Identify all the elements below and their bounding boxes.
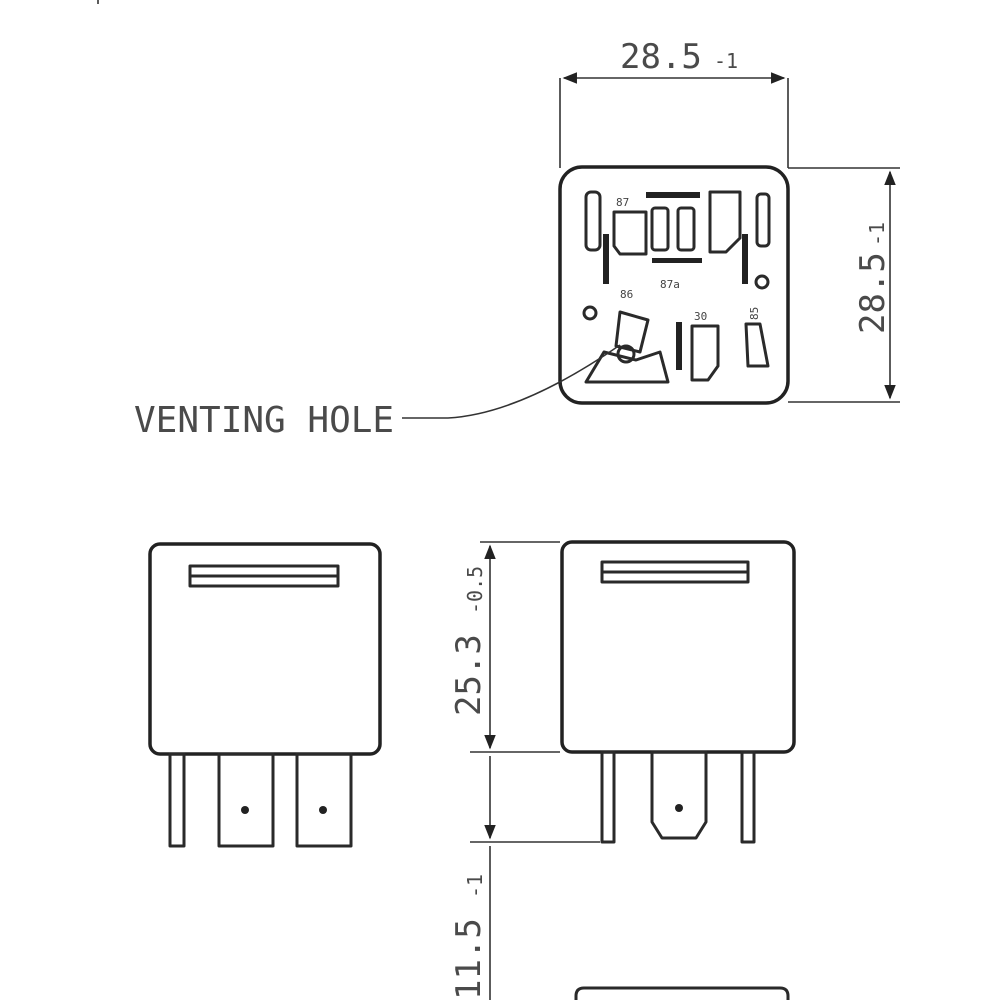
front-pin-narrow xyxy=(168,752,186,848)
venting-hole-label: VENTING HOLE xyxy=(134,400,394,441)
side-blade-center-hole xyxy=(675,804,683,812)
venting-hole-leader xyxy=(402,344,621,419)
bar-left xyxy=(603,234,609,284)
pin-hole-right xyxy=(754,274,770,290)
label-30: 30 xyxy=(694,310,707,323)
venting-hole xyxy=(616,344,636,364)
slot-87 xyxy=(612,210,648,256)
label-85: 85 xyxy=(748,307,761,320)
slot-86 xyxy=(614,310,650,354)
front-blade-left-hole xyxy=(241,806,249,814)
side-pin-right xyxy=(740,750,756,844)
dim-terminal-length-value: 11.5 xyxy=(449,918,489,1000)
bar-top xyxy=(646,192,700,198)
pin-hole-left xyxy=(582,305,598,321)
bar-bottom xyxy=(652,258,702,263)
front-blade-right xyxy=(295,752,353,848)
dim-top-width-tol: -1 xyxy=(714,49,738,73)
dim-body-height-tol: -0.5 xyxy=(463,566,487,614)
slot-center-left xyxy=(650,206,670,252)
front-view xyxy=(148,542,382,848)
bottom-view-partial xyxy=(574,986,790,1000)
dim-body-height-value: 25.3 xyxy=(449,634,489,716)
terminal-slots xyxy=(582,190,771,384)
slot-right-vertical xyxy=(755,192,771,248)
dim-top-height-tol: -1 xyxy=(865,222,889,246)
slot-left-vertical xyxy=(584,190,602,252)
front-blade-right-hole xyxy=(319,806,327,814)
bar-right xyxy=(742,234,748,284)
front-blade-left xyxy=(217,752,275,848)
slot-30 xyxy=(690,324,720,382)
slot-right-upper xyxy=(708,190,742,254)
dim-terminal-length-tol: -1 xyxy=(463,874,487,898)
label-86: 86 xyxy=(620,288,633,301)
slot-center-right xyxy=(676,206,696,252)
side-pin-left xyxy=(600,750,616,844)
side-view: 25.3 -0.5 11.5 -1 xyxy=(449,540,796,1000)
dim-top-width-value: 28.5 xyxy=(620,37,702,77)
top-view: 87 87a 86 30 85 28.5 -1 28.5 -1 VENTING … xyxy=(134,37,900,441)
label-87: 87 xyxy=(616,196,629,209)
side-blade-center xyxy=(650,750,708,840)
bar-lower-center xyxy=(676,322,682,370)
label-87a: 87a xyxy=(660,278,680,291)
dim-top-height-value: 28.5 xyxy=(853,252,893,334)
slot-85 xyxy=(744,322,770,368)
